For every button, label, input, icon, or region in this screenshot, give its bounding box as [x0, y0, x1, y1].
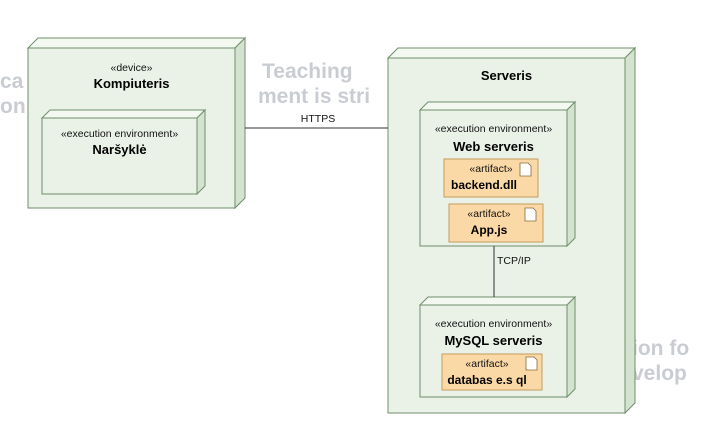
artifact-database-sql[interactable]	[441, 353, 543, 391]
artifact-title: backend.dll	[450, 178, 518, 192]
env-title: Web serveris	[453, 139, 534, 154]
node-narsykle[interactable]	[40, 108, 207, 196]
watermark-text: on	[0, 95, 26, 118]
artifact-icon	[525, 356, 538, 371]
artifact-stereotype: «artifact»	[469, 163, 513, 175]
connector-label-tcpip: TCP/IP	[497, 255, 531, 267]
watermark-text: velop	[632, 362, 687, 385]
artifact-stereotype: «artifact»	[465, 358, 509, 370]
artifact-backend-dll[interactable]	[443, 158, 539, 198]
watermark-text: ca	[0, 70, 24, 93]
watermark-text: ment is stri	[258, 85, 371, 108]
env-title: Naršyklė	[92, 142, 147, 157]
connector-label-https: HTTPS	[300, 113, 336, 125]
env-stereotype: «execution environment»	[60, 128, 179, 140]
artifact-title: databas e.s ql	[447, 373, 527, 387]
artifact-title: App.js	[470, 223, 508, 237]
watermark-text: Teaching	[262, 60, 353, 83]
env-stereotype: «execution environment»	[434, 318, 553, 330]
watermark-text: ion fo	[632, 337, 690, 360]
artifact-icon	[524, 207, 537, 222]
artifact-stereotype: «artifact»	[467, 208, 511, 220]
artifact-icon	[519, 162, 532, 177]
artifact-app-js[interactable]	[448, 203, 544, 243]
node-title: Serveris	[480, 68, 533, 83]
node-stereotype: «device»	[110, 62, 153, 74]
node-title: Kompiuteris	[93, 76, 170, 91]
env-stereotype: «execution environment»	[434, 123, 553, 135]
env-title: MySQL serveris	[444, 333, 543, 348]
